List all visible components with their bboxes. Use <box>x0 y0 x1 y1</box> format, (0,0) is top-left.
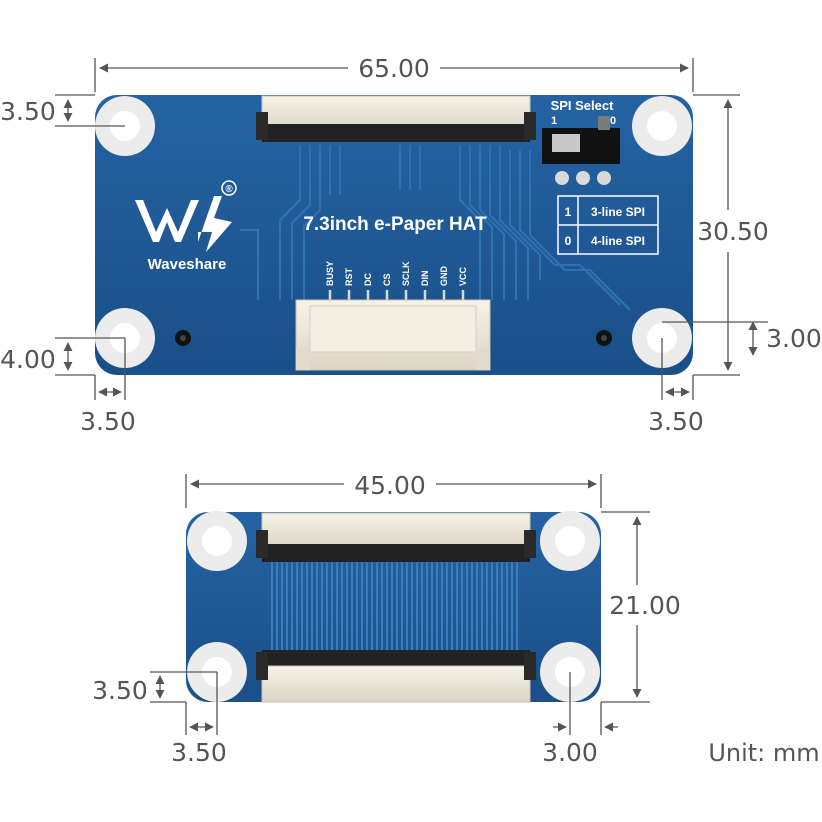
bottom-board <box>186 511 601 703</box>
bottom-fpc-lines <box>271 562 518 650</box>
dim-top-hole-bottom: 4.00 <box>0 345 56 374</box>
spi-table-row1-value: 1 <box>565 205 572 219</box>
dim-bottom-height: 21.00 <box>609 591 681 620</box>
dim-top-hole-right-bottom: 3.00 <box>766 324 822 353</box>
pin-label-rst: RST <box>344 267 354 286</box>
unit-label: Unit: mm <box>708 739 819 767</box>
top-fpc-connector <box>256 95 536 142</box>
pin-label-sclk: SCLK <box>401 261 411 286</box>
dim-top-height: 30.50 <box>697 217 769 246</box>
dim-top-width: 65.00 <box>358 54 430 83</box>
dim-top-hole-top: 3.50 <box>0 97 56 126</box>
bottom-fpc-connector-bottom <box>256 650 536 703</box>
pin-label-din: DIN <box>420 271 430 287</box>
spi-table-row2-value: 0 <box>565 234 572 248</box>
dim-bottom-width: 45.00 <box>354 471 426 500</box>
dim-top-hole-left: 3.50 <box>80 407 136 436</box>
top-dimension-lines <box>55 58 768 400</box>
logo-registered-mark: ® <box>225 184 233 195</box>
pin-label-vcc: VCC <box>458 266 468 286</box>
dim-top-hole-right: 3.50 <box>648 407 704 436</box>
top-pin-header <box>295 299 491 371</box>
bottom-dimension-lines <box>150 474 650 735</box>
top-board: SPI Select 1 0 1 3-line SPI 0 4-line SPI… <box>95 95 693 375</box>
spi-select-title: SPI Select <box>551 98 615 113</box>
spi-mode-table <box>557 195 659 255</box>
spi-select-pos-1: 1 <box>551 115 557 127</box>
bottom-fpc-connector-top <box>256 512 536 562</box>
dim-bottom-hole-bottom: 3.50 <box>92 676 148 705</box>
board-title: 7.3inch e-Paper HAT <box>303 214 487 235</box>
pin-label-cs: CS <box>382 273 392 286</box>
pin-label-dc: DC <box>363 273 373 286</box>
spi-table-row2-mode: 4-line SPI <box>591 234 645 248</box>
spi-table-row1-mode: 3-line SPI <box>591 205 645 219</box>
bottom-mounting-holes <box>187 511 600 702</box>
waveshare-logo-icon <box>135 180 237 252</box>
spi-select-pos-0: 0 <box>610 115 616 127</box>
top-pcb <box>95 95 693 375</box>
pin-label-busy: BUSY <box>325 261 335 286</box>
top-pcb-traces <box>240 145 631 311</box>
dim-bottom-hole-right: 3.00 <box>542 738 598 767</box>
pin-label-gnd: GND <box>439 266 449 287</box>
logo-text: Waveshare <box>148 256 227 273</box>
dim-bottom-hole-left: 3.50 <box>171 738 227 767</box>
spi-switch <box>542 116 620 185</box>
